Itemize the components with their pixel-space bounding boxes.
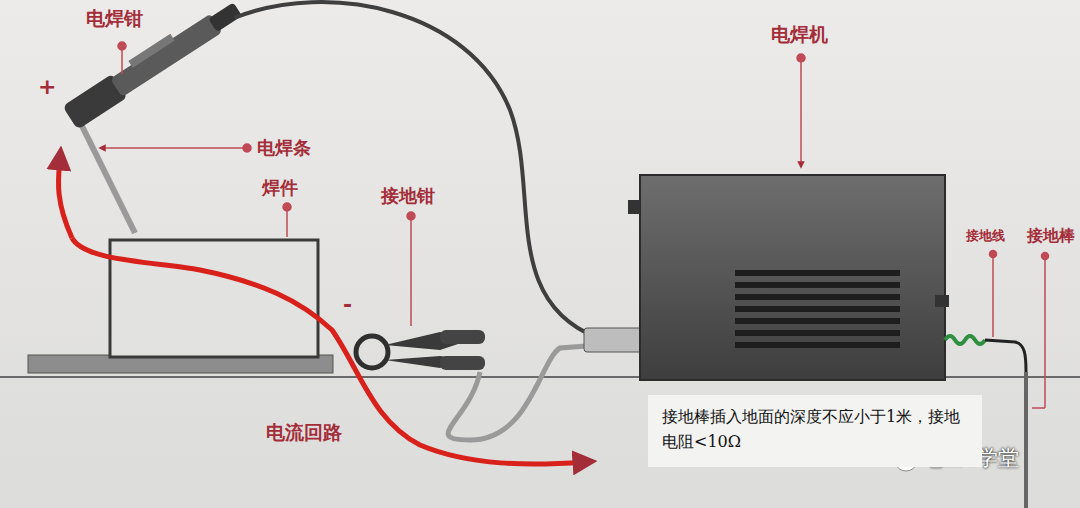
part-label: 接地棒 bbox=[1027, 226, 1075, 247]
note-box: 接地棒插入地面的深度不应小于1米，接地电阻<10Ω bbox=[648, 395, 982, 467]
part-label: 电焊条 bbox=[257, 136, 311, 160]
part-label: 接地钳 bbox=[381, 184, 435, 208]
part-label: 接地线 bbox=[966, 227, 1005, 245]
note-text: 接地棒插入地面的深度不应小于1米，接地电阻<10Ω bbox=[662, 405, 968, 455]
part-label: 电焊机 bbox=[771, 22, 828, 48]
part-label: 电焊钳 bbox=[86, 6, 143, 32]
part-label: 焊件 bbox=[262, 176, 298, 200]
polarity-sign: - bbox=[343, 292, 352, 317]
loop-label: 电流回路 bbox=[266, 420, 342, 446]
polarity-sign: + bbox=[38, 74, 56, 99]
